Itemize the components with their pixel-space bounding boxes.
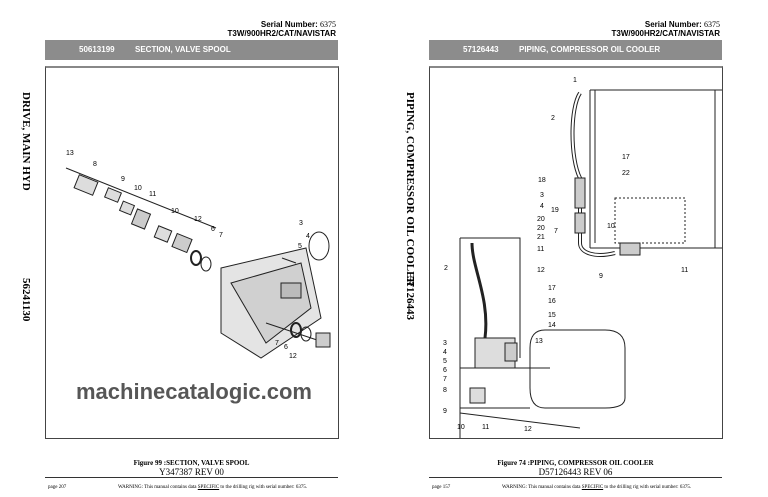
callout: 6	[284, 344, 288, 351]
warning-suffix: to the drilling rig with serial number: …	[603, 485, 692, 490]
callout: 11	[482, 424, 490, 431]
side-title: DRIVE, MAIN HYD	[20, 92, 32, 191]
callout: 9	[443, 408, 447, 415]
callout: 10	[134, 185, 142, 192]
side-number: 56241130	[20, 278, 32, 322]
callout: 7	[443, 376, 447, 383]
callout: 15	[548, 312, 556, 319]
warning-emphasis: SPECIFIC	[581, 485, 604, 490]
callout: 19	[551, 207, 559, 214]
callout: 12	[289, 353, 297, 360]
footer-rule	[429, 477, 722, 478]
model: T3W/900HR2/CAT/NAVISTAR	[227, 29, 336, 38]
section-title: SECTION, VALVE SPOOL	[135, 45, 231, 54]
callout: 11	[537, 246, 545, 253]
callout: 1	[573, 77, 577, 84]
figure-caption: Figure 74 :PIPING, COMPRESSOR OIL COOLER	[497, 459, 654, 467]
section-title: PIPING, COMPRESSOR OIL COOLER	[519, 45, 661, 54]
callout: 8	[443, 387, 447, 394]
side-title: PIPING, COMPRESSOR OIL COOLER	[404, 92, 416, 287]
callout: 12	[194, 216, 202, 223]
warning-prefix: WARNING: This manual contains data	[118, 485, 198, 490]
side-number: 57126443	[404, 276, 416, 320]
callout: 4	[306, 233, 310, 240]
serial-value: 6375	[320, 20, 336, 29]
serial-header: Serial Number: 6375 T3W/900HR2/CAT/NAVIS…	[564, 20, 720, 38]
serial-label: Serial Number:	[260, 20, 318, 29]
warning-prefix: WARNING: This manual contains data	[502, 485, 582, 490]
oil-cooler-piping-drawing	[459, 89, 722, 438]
callout: 22	[622, 170, 630, 177]
callout: 17	[622, 154, 630, 161]
callout: 2	[444, 265, 448, 272]
drawing-revision: Y347387 REV 00	[159, 467, 224, 477]
valve-spool-drawing	[65, 167, 331, 359]
warning-text: WARNING: This manual contains data SPECI…	[118, 485, 307, 490]
callout: 10	[171, 208, 179, 215]
callout: 6	[211, 226, 215, 233]
callout: 11	[149, 191, 157, 198]
callout: 18	[538, 177, 546, 184]
drawing-frame: machinecatalogic.com 13 8 9 10 11 10 12 …	[45, 66, 339, 439]
callout: 10	[607, 223, 615, 230]
footer-rule	[45, 477, 338, 478]
callout: 14	[548, 322, 556, 329]
callout: 7	[275, 340, 279, 347]
callout: 5	[443, 358, 447, 365]
part-number: 50613199	[79, 45, 115, 54]
callout: 16	[548, 298, 556, 305]
section-header: 50613199 SECTION, VALVE SPOOL	[45, 40, 338, 60]
callout: 6	[443, 367, 447, 374]
callout: 10	[457, 424, 465, 431]
callout: 8	[93, 161, 97, 168]
serial-header: Serial Number: 6375 T3W/900HR2/CAT/NAVIS…	[180, 20, 336, 38]
model: T3W/900HR2/CAT/NAVISTAR	[611, 29, 720, 38]
watermark: machinecatalogic.com	[76, 379, 312, 404]
serial-label: Serial Number:	[644, 20, 702, 29]
callout: 4	[443, 349, 447, 356]
part-number: 57126443	[463, 45, 499, 54]
callout: 5	[298, 243, 302, 250]
callout: 3	[443, 340, 447, 347]
callout: 9	[599, 273, 603, 280]
warning-suffix: to the drilling rig with serial number: …	[219, 485, 308, 490]
serial-value: 6375	[704, 20, 720, 29]
page-number: page 157	[432, 485, 451, 490]
callout: 9	[121, 176, 125, 183]
figure-caption: Figure 99 :SECTION, VALVE SPOOL	[133, 459, 250, 467]
callout: 4	[540, 203, 544, 210]
callout: 13	[535, 338, 543, 345]
callout: 3	[299, 220, 303, 227]
page-number: page 207	[48, 485, 67, 490]
callout: 20	[537, 225, 545, 232]
callout: 7	[219, 232, 223, 239]
drawing-frame: 1 2 17 22 18 3 4 19 20 20 21 7 10 11 11 …	[429, 66, 723, 439]
callout: 13	[66, 150, 74, 157]
warning-emphasis: SPECIFIC	[197, 485, 220, 490]
callout: 2	[551, 115, 555, 122]
callout: 12	[524, 426, 532, 433]
callout: 11	[681, 267, 689, 274]
callout: 17	[548, 285, 556, 292]
drawing-revision: D57126443 REV 06	[538, 467, 613, 477]
section-header: 57126443 PIPING, COMPRESSOR OIL COOLER	[429, 40, 722, 60]
callout: 21	[537, 234, 545, 241]
callout: 12	[537, 267, 545, 274]
warning-text: WARNING: This manual contains data SPECI…	[502, 485, 691, 490]
callout: 7	[554, 228, 558, 235]
callout: 20	[537, 216, 545, 223]
callout: 3	[540, 192, 544, 199]
